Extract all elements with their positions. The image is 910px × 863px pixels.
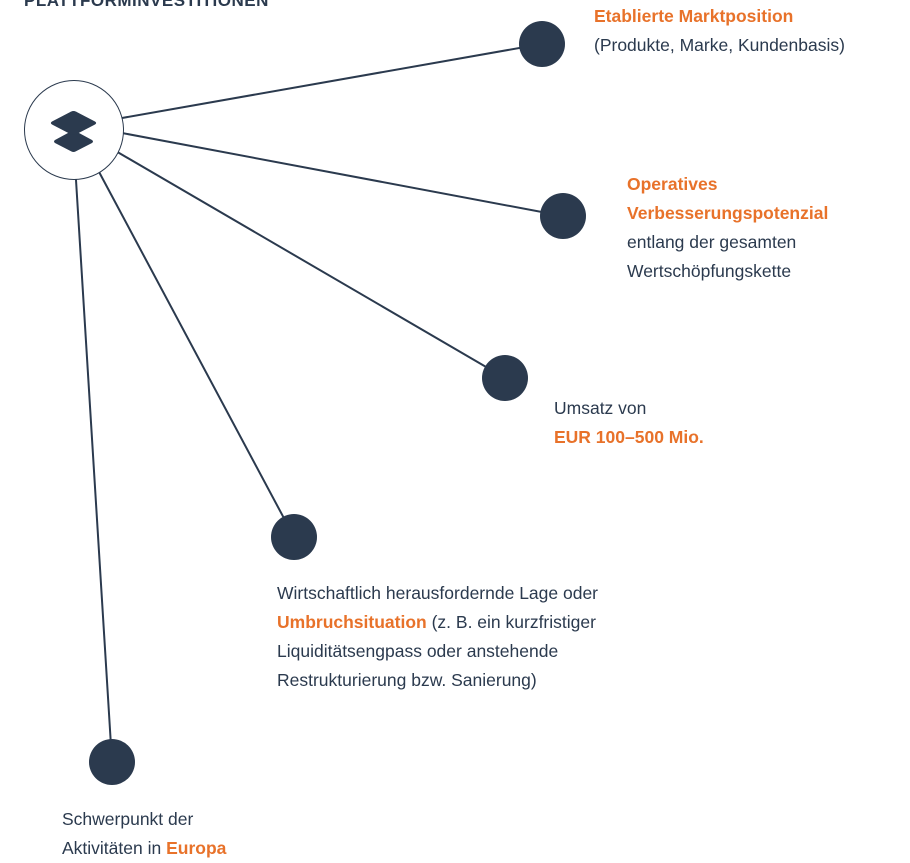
label-challenging-situation: Wirtschaftlich herausfordernde Lage oder… [277,579,598,695]
operational-detail-line2: Wertschöpfungskette [627,261,792,281]
situation-line4: Restrukturierung bzw. Sanierung) [277,670,537,690]
node-market-position [519,21,565,67]
connector-line-situation [97,169,295,538]
diagram-title: PLATTFORMINVESTITIONEN [24,0,269,10]
revenue-intro: Umsatz von [554,398,647,418]
node-europe-focus [89,739,135,785]
europe-line2: Aktivitäten in Europa [62,834,226,863]
situation-line2-rest: (z. B. ein kurzfristiger [426,612,596,632]
europe-highlight: Europa [166,838,227,858]
operational-highlight-line2: Verbesserungspotenzial [627,203,829,223]
connector-line-revenue [113,149,506,379]
connector-line-operational [121,132,564,217]
node-challenging-situation [271,514,317,560]
revenue-highlight: EUR 100–500 Mio. [554,427,704,447]
situation-highlight: Umbruchsituation [277,612,427,632]
operational-detail-line1: entlang der gesamten [627,232,797,252]
label-market-position: Etablierte Marktposition (Produkte, Mark… [594,2,845,60]
market-position-highlight: Etablierte Marktposition [594,6,794,26]
situation-line1: Wirtschaftlich herausfordernde Lage oder [277,583,599,603]
connector-line-europe [75,179,113,763]
europe-line2-prefix: Aktivitäten in [62,838,167,858]
platform-hub-circle [24,80,124,180]
operational-highlight-line1: Operatives [627,174,718,194]
situation-line2: Umbruchsituation (z. B. ein kurzfristige… [277,608,598,637]
label-operational-improvement: Operatives Verbesserungspotenzial entlan… [627,170,828,286]
label-revenue: Umsatz von EUR 100–500 Mio. [554,394,704,452]
label-europe-focus: Schwerpunkt der Aktivitäten in Europa [62,805,226,863]
node-revenue [482,355,528,401]
situation-line3: Liquiditätsengpass oder anstehende [277,641,559,661]
connector-line-market-position [121,43,543,119]
market-position-detail: (Produkte, Marke, Kundenbasis) [594,35,845,55]
node-operational-improvement [540,193,586,239]
europe-line1: Schwerpunkt der [62,809,194,829]
stacked-layers-icon [50,111,97,152]
